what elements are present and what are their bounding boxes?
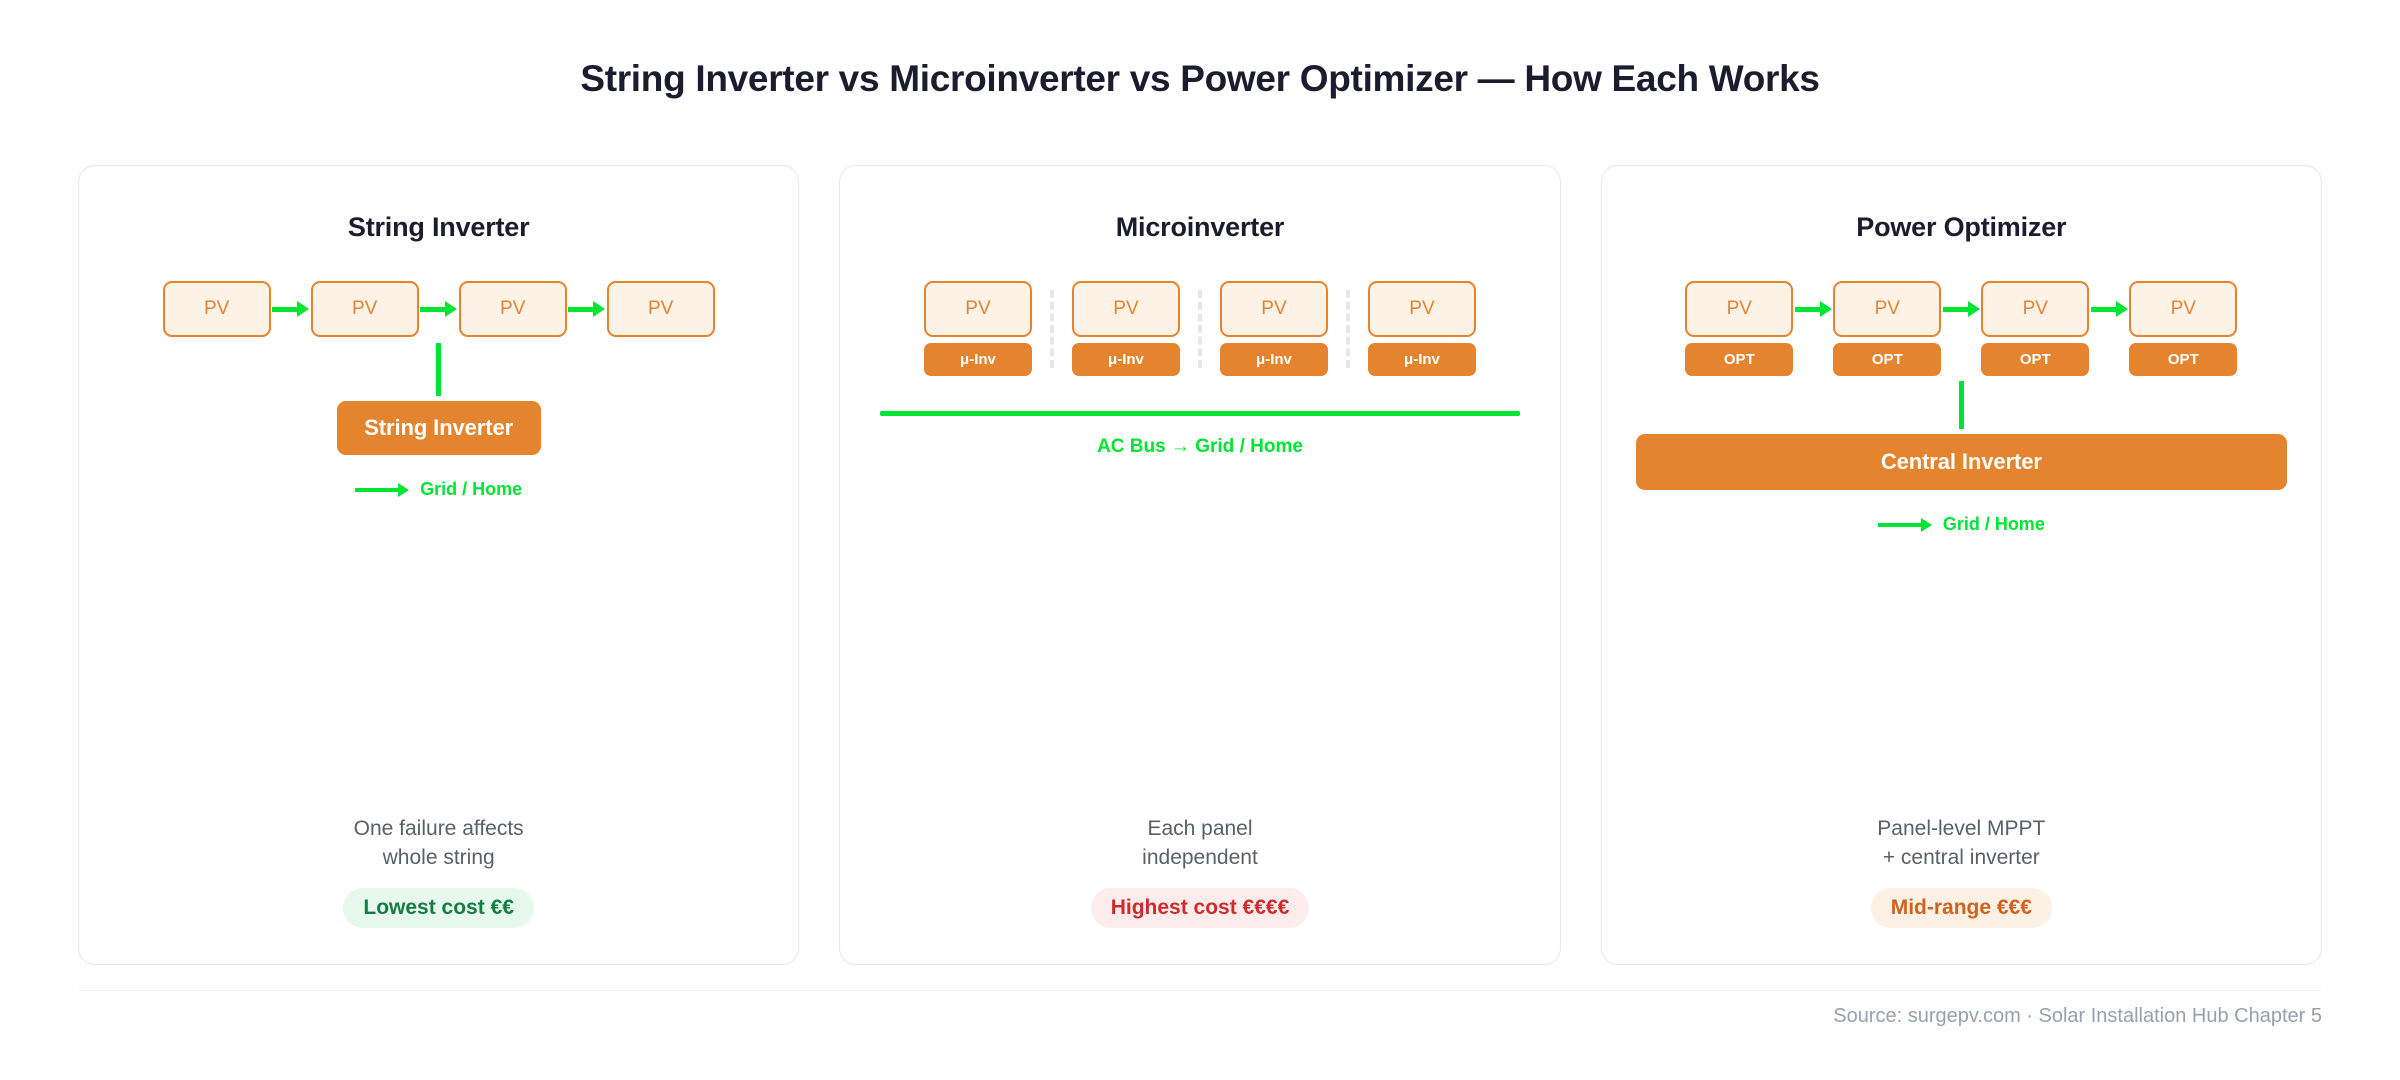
pv-unit-1: PV OPT: [1685, 281, 1794, 376]
microinverter-box: μ-Inv: [1071, 343, 1180, 376]
pv-unit-3: PV: [458, 281, 567, 337]
cost-badge: Highest cost €€€€: [1090, 888, 1310, 928]
panel-divider-icon: [1032, 281, 1072, 376]
pv-unit-3: PV μ-Inv: [1219, 281, 1328, 376]
cost-badge: Lowest cost €€: [343, 888, 534, 928]
pv-unit-3: PV OPT: [1981, 281, 2090, 376]
pv-box: PV: [1219, 281, 1328, 337]
ac-bus-caption: AC Bus → Grid / Home: [1097, 436, 1303, 457]
panel-title: Microinverter: [1115, 212, 1285, 242]
flow-arrow-icon: [1793, 281, 1833, 337]
microinverter-diagram: PV μ-Inv PV μ-Inv PV μ-Inv PV: [840, 281, 1559, 701]
optimizer-box: OPT: [1833, 343, 1942, 376]
pv-chain: PV μ-Inv PV μ-Inv PV μ-Inv PV: [840, 281, 1559, 376]
optimizer-box: OPT: [1685, 343, 1794, 376]
optimizer-box: OPT: [2129, 343, 2238, 376]
pv-unit-1: PV μ-Inv: [923, 281, 1032, 376]
ac-bus-line: [880, 411, 1520, 416]
pv-unit-2: PV OPT: [1833, 281, 1942, 376]
flow-arrow-icon: [2089, 281, 2129, 337]
string-inverter-block: String Inverter: [336, 401, 541, 455]
legend-arrow-icon: [355, 487, 400, 492]
pv-box: PV: [1071, 281, 1180, 337]
pv-chain: PV OPT PV OPT PV OPT PV: [1602, 281, 2321, 376]
flow-arrow-icon: [1941, 281, 1981, 337]
microinverter-box: μ-Inv: [923, 343, 1032, 376]
pv-box: PV: [1685, 281, 1794, 337]
pv-unit-4: PV OPT: [2129, 281, 2238, 376]
grid-home-legend: Grid / Home: [1602, 514, 2321, 535]
pv-box: PV: [2129, 281, 2238, 337]
legend-label: Grid / Home: [420, 479, 523, 499]
pv-box: PV: [1367, 281, 1476, 337]
footer-source-text: Source: surgepv.com · Solar Installation…: [1833, 1005, 2322, 1027]
string-inverter-diagram: PV PV PV PV String Inverte: [79, 281, 798, 701]
pv-unit-2: PV: [310, 281, 419, 337]
microinverter-box: μ-Inv: [1219, 343, 1328, 376]
panel-title: String Inverter: [347, 212, 530, 242]
panel-power-optimizer: Power Optimizer PV OPT PV OPT PV: [1600, 165, 2322, 965]
pv-box: PV: [1981, 281, 2090, 337]
pv-box: PV: [162, 281, 271, 337]
power-optimizer-diagram: PV OPT PV OPT PV OPT PV: [1602, 281, 2321, 701]
pv-box: PV: [923, 281, 1032, 337]
panel-footer: Panel-level MPPT + central inverter Mid-…: [1602, 814, 2321, 928]
panel-caption: Panel-level MPPT + central inverter: [1877, 817, 2046, 869]
pv-unit-1: PV: [162, 281, 271, 337]
cost-badge: Mid-range €€€: [1870, 888, 2052, 928]
panel-title: Power Optimizer: [1856, 212, 2067, 242]
flow-arrow-icon: [271, 281, 311, 337]
flow-arrow-icon: [419, 281, 459, 337]
pv-box: PV: [458, 281, 567, 337]
panel-caption: One failure affects whole string: [353, 817, 524, 869]
panel-divider-icon: [1328, 281, 1368, 376]
pv-unit-4: PV: [606, 281, 715, 337]
pv-unit-2: PV μ-Inv: [1071, 281, 1180, 376]
page-title: String Inverter vs Microinverter vs Powe…: [580, 58, 1820, 99]
panel-row: String Inverter PV PV PV: [78, 165, 2322, 965]
panel-caption: Each panel independent: [1142, 817, 1258, 869]
drop-connector-line: [1958, 381, 1964, 429]
drop-connector-line: [436, 343, 442, 396]
legend-label: Grid / Home: [1942, 514, 2045, 534]
legend-arrow-head-icon: [1920, 517, 1932, 532]
pv-box: PV: [1833, 281, 1942, 337]
optimizer-box: OPT: [1981, 343, 2090, 376]
legend-arrow-icon: [1877, 522, 1922, 527]
legend-arrow-head-icon: [398, 482, 410, 497]
pv-box: PV: [606, 281, 715, 337]
pv-unit-4: PV μ-Inv: [1367, 281, 1476, 376]
footer-divider: [78, 990, 2322, 991]
pv-chain: PV PV PV PV: [79, 281, 798, 337]
panel-divider-icon: [1180, 281, 1220, 376]
panel-microinverter: Microinverter PV μ-Inv PV μ-Inv PV: [839, 165, 1561, 965]
microinverter-box: μ-Inv: [1367, 343, 1476, 376]
flow-arrow-icon: [567, 281, 607, 337]
panel-footer: Each panel independent Highest cost €€€€: [840, 814, 1559, 928]
grid-home-legend: Grid / Home: [79, 479, 798, 500]
pv-box: PV: [310, 281, 419, 337]
panel-footer: One failure affects whole string Lowest …: [79, 814, 798, 928]
central-inverter-block: Central Inverter: [1635, 434, 2287, 490]
panel-string-inverter: String Inverter PV PV PV: [78, 165, 800, 965]
